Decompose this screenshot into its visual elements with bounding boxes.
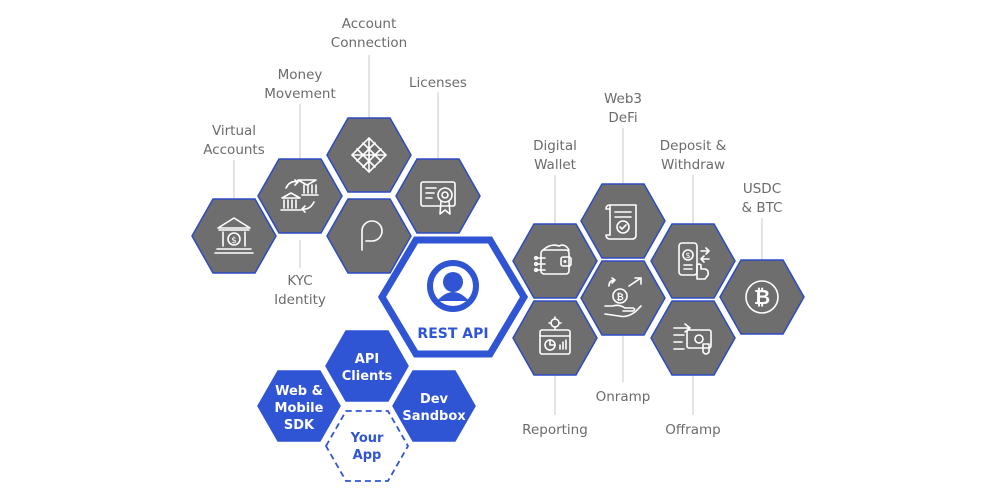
svg-text:Offramp: Offramp bbox=[665, 422, 720, 438]
svg-text:Web3: Web3 bbox=[604, 91, 642, 107]
svg-text:Reporting: Reporting bbox=[522, 422, 588, 438]
svg-text:Withdraw: Withdraw bbox=[661, 157, 725, 173]
hex-licenses bbox=[395, 158, 481, 234]
hand-bitcoin-icon: ₿ bbox=[604, 277, 642, 318]
web-mobile-sdk-line-1: Web & bbox=[275, 384, 323, 399]
label-onramp: Onramp bbox=[596, 389, 651, 405]
dev-sandbox-line-1: Dev bbox=[420, 392, 449, 407]
hex-web-mobile-sdk: Web & Mobile SDK bbox=[257, 370, 341, 442]
connector-lines bbox=[233, 55, 763, 415]
label-usdc-btc: USDC & BTC bbox=[742, 181, 783, 216]
label-offramp: Offramp bbox=[665, 422, 720, 438]
svg-text:Money: Money bbox=[278, 67, 323, 83]
hex-your-app: Your App bbox=[324, 410, 410, 482]
svg-text:Movement: Movement bbox=[264, 86, 336, 102]
hex-offramp bbox=[650, 300, 736, 376]
label-kyc-identity: KYC Identity bbox=[274, 273, 326, 308]
label-web3-defi: Web3 DeFi bbox=[604, 91, 642, 126]
label-account-connection: Account Connection bbox=[331, 16, 407, 51]
hex-api-clients: API Clients bbox=[325, 330, 409, 402]
svg-text:KYC: KYC bbox=[287, 273, 312, 289]
svg-text:$: $ bbox=[231, 236, 237, 246]
svg-text:Wallet: Wallet bbox=[534, 157, 576, 173]
rest-api-label: REST API bbox=[417, 326, 488, 342]
api-clients-line-1: API bbox=[355, 352, 379, 367]
phone-deposit-icon: $ bbox=[678, 242, 710, 280]
svg-text:DeFi: DeFi bbox=[608, 110, 637, 126]
hex-virtual-accounts: $ bbox=[191, 198, 277, 274]
bank-dollar-icon: $ bbox=[214, 217, 254, 254]
hex-onramp: ₿ bbox=[580, 260, 666, 336]
label-licenses: Licenses bbox=[409, 75, 467, 91]
hex-usdc-btc: ₿ bbox=[719, 259, 805, 335]
svg-text:Digital: Digital bbox=[533, 138, 577, 154]
svg-text:USDC: USDC bbox=[743, 181, 781, 197]
report-gear-icon bbox=[539, 316, 571, 355]
label-money-movement: Money Movement bbox=[264, 67, 336, 102]
label-virtual-accounts: Virtual Accounts bbox=[203, 123, 265, 158]
hex-reporting bbox=[512, 300, 598, 376]
label-reporting: Reporting bbox=[522, 422, 588, 438]
scroll-contract-icon bbox=[605, 204, 637, 240]
svg-text:Onramp: Onramp bbox=[596, 389, 651, 405]
bank-transfer-icon bbox=[280, 179, 319, 213]
api-clients-line-2: Clients bbox=[342, 369, 393, 384]
hex-kyc-identity bbox=[326, 198, 412, 274]
svg-text:& BTC: & BTC bbox=[742, 200, 783, 216]
svg-text:$: $ bbox=[685, 251, 690, 260]
hex-web3-defi bbox=[580, 183, 666, 259]
bitcoin-icon: ₿ bbox=[745, 280, 779, 314]
wallet-circuit-icon bbox=[533, 244, 572, 275]
hex-dev-sandbox: Dev Sandbox bbox=[392, 370, 476, 442]
svg-text:Virtual: Virtual bbox=[212, 123, 256, 139]
label-deposit-withdraw: Deposit & Withdraw bbox=[660, 138, 727, 173]
p-logo-icon bbox=[361, 220, 383, 251]
hex-digital-wallet bbox=[512, 223, 598, 299]
user-profile-icon bbox=[427, 260, 479, 312]
hex-deposit-withdraw: $ bbox=[650, 223, 736, 299]
svg-text:Identity: Identity bbox=[274, 292, 326, 308]
hex-money-movement bbox=[257, 158, 343, 234]
svg-text:₿: ₿ bbox=[754, 285, 770, 309]
label-digital-wallet: Digital Wallet bbox=[533, 138, 577, 173]
money-transfer-icon bbox=[673, 323, 712, 355]
web-mobile-sdk-line-2: Mobile bbox=[275, 401, 324, 416]
hex-account-connection bbox=[326, 117, 412, 193]
svg-text:Connection: Connection bbox=[331, 35, 407, 51]
web-mobile-sdk-line-3: SDK bbox=[284, 418, 315, 433]
dev-sandbox-line-2: Sandbox bbox=[402, 409, 466, 424]
your-app-line-2: App bbox=[353, 448, 382, 463]
certificate-icon bbox=[420, 181, 456, 215]
lattice-logo-icon bbox=[351, 137, 387, 173]
hex-rest-api: REST API bbox=[377, 236, 529, 358]
svg-text:Accounts: Accounts bbox=[203, 142, 265, 158]
svg-text:Licenses: Licenses bbox=[409, 75, 467, 91]
your-app-line-1: Your bbox=[350, 431, 384, 446]
svg-text:₿: ₿ bbox=[616, 292, 623, 303]
svg-text:Deposit &: Deposit & bbox=[660, 138, 727, 154]
svg-text:Account: Account bbox=[342, 16, 397, 32]
